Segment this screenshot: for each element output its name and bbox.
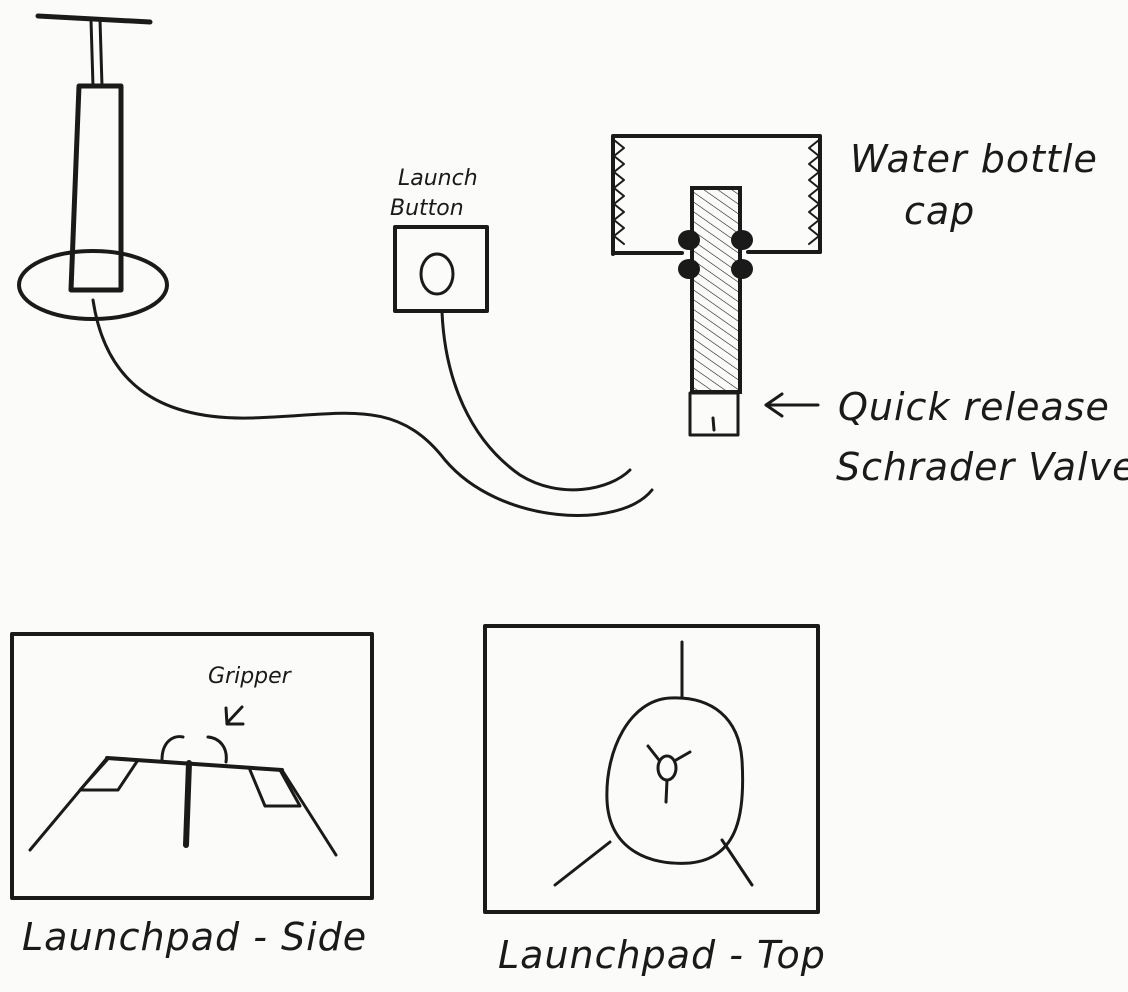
launchpad-side-frame bbox=[10, 632, 374, 900]
left-arrow-icon bbox=[764, 392, 820, 418]
launchpad-top-label: Launchpad - Top bbox=[498, 933, 826, 977]
pump-hose bbox=[91, 298, 654, 517]
schrader-valve bbox=[688, 186, 742, 437]
down-left-arrow-icon bbox=[224, 705, 245, 726]
launch-button-label-line2: Button bbox=[390, 196, 464, 221]
water-bottle-label-line2: cap bbox=[904, 189, 976, 233]
button-wire bbox=[440, 310, 632, 492]
quick-release-label-line1: Quick release bbox=[838, 385, 1110, 429]
water-bottle-label-line1: Water bottle bbox=[850, 137, 1098, 181]
pump bbox=[17, 13, 169, 321]
launch-button bbox=[393, 225, 489, 313]
launch-button-label-line1: Launch bbox=[398, 166, 478, 191]
quick-release-label-line2: Schrader Valve bbox=[836, 445, 1128, 489]
launchpad-side-label: Launchpad - Side bbox=[22, 915, 368, 959]
gripper-label: Gripper bbox=[208, 664, 291, 689]
launchpad-top-frame bbox=[483, 624, 820, 914]
launchpad-top-drawing bbox=[553, 640, 754, 887]
launchpad-side-drawing bbox=[28, 705, 338, 857]
